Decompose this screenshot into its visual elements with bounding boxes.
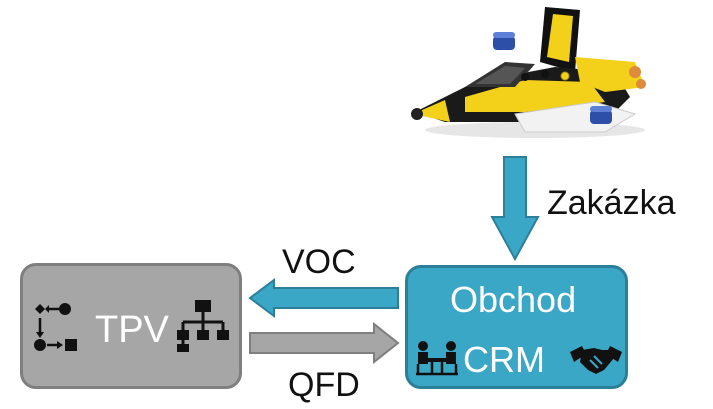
down-arrow: [490, 155, 540, 265]
meeting-icon: [414, 338, 460, 378]
crm-label: CRM: [463, 339, 545, 380]
process-flow-icon: [33, 302, 83, 352]
voc-arrow: [248, 278, 400, 318]
obchod-box: Obchod CRM: [405, 265, 628, 389]
zakazka-label: Zakázka: [547, 184, 676, 222]
obchod-title: Obchod: [450, 279, 577, 320]
lego-jet-image: [405, 2, 655, 142]
tpv-label: TPV: [95, 309, 169, 351]
handshake-icon: [568, 340, 624, 380]
org-chart-icon: [175, 298, 231, 354]
tpv-box: TPV: [20, 263, 242, 389]
qfd-label: QFD: [288, 366, 360, 404]
voc-label: VOC: [282, 243, 356, 281]
qfd-arrow: [248, 322, 400, 364]
